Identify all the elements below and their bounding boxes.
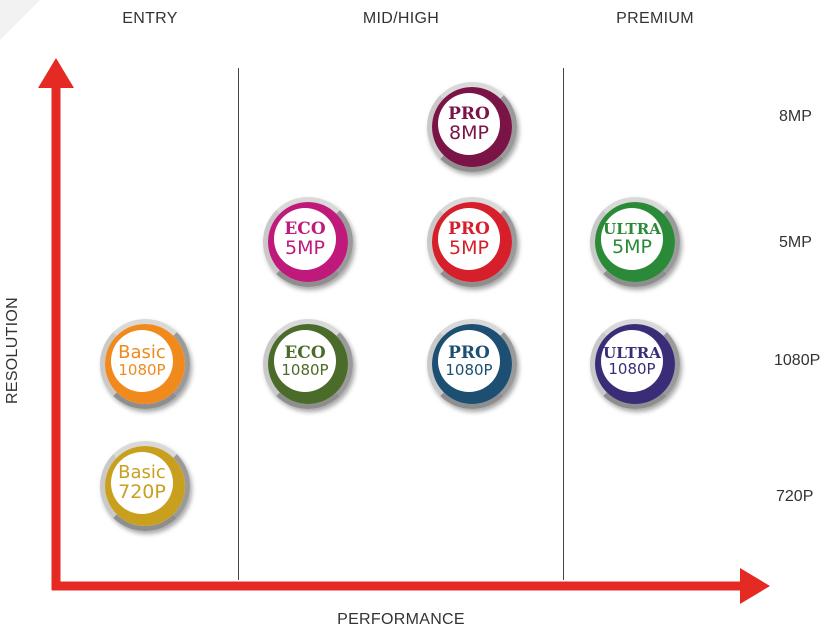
badge-basic-720p-line2: 720P (118, 481, 166, 503)
badge-pro-1080p-line1: PRO (448, 342, 490, 363)
row-label-720p: 720P (776, 488, 814, 505)
badge-ultra-5mp: ULTRA 5MP (590, 197, 680, 287)
badge-ultra-5mp-line2: 5MP (612, 235, 652, 258)
x-axis-arrowhead (740, 568, 770, 604)
column-header-entry: ENTRY (122, 10, 178, 27)
row-label-8mp: 8MP (779, 108, 812, 125)
column-header-mid-high: MID/HIGH (362, 10, 440, 27)
badge-pro-8mp-line2: 8MP (449, 121, 489, 144)
y-axis-arrowhead (38, 58, 74, 88)
badge-eco-5mp-line2: 5MP (285, 236, 325, 259)
badge-eco-5mp: ECO 5MP (263, 197, 353, 287)
row-label-5mp: 5MP (779, 234, 812, 251)
badge-ultra-1080p-line1: ULTRA (603, 343, 661, 362)
badge-pro-8mp: PRO 8MP (427, 82, 517, 172)
badge-eco-1080p-line1: ECO (284, 342, 326, 363)
badge-pro-8mp-line1: PRO (448, 103, 490, 124)
badge-pro-5mp-line2: 5MP (449, 236, 489, 259)
y-axis-label: RESOLUTION (4, 296, 21, 404)
column-header-premium: PREMIUM (616, 10, 694, 27)
badge-pro-1080p-line2: 1080P (445, 360, 493, 379)
badge-pro-5mp: PRO 5MP (427, 197, 517, 287)
badge-eco-1080p-line2: 1080P (281, 360, 329, 379)
badge-ultra-1080p-line2: 1080P (608, 359, 656, 378)
badge-eco-1080p: ECO 1080P (263, 319, 353, 409)
badge-pro-5mp-line1: PRO (448, 218, 490, 239)
corner-decoration (0, 0, 40, 40)
badge-eco-5mp-line1: ECO (284, 218, 326, 239)
badge-basic-1080p: Basic 1080P (100, 319, 190, 409)
badge-basic-720p: Basic 720P (100, 441, 190, 531)
badge-basic-1080p-line2: 1080P (118, 361, 166, 379)
column-divider-1 (238, 68, 239, 580)
row-label-1080p: 1080P (774, 352, 821, 369)
badge-ultra-5mp-line1: ULTRA (603, 219, 661, 238)
badge-ultra-1080p: ULTRA 1080P (590, 319, 680, 409)
badge-basic-1080p-line1: Basic (118, 342, 166, 363)
badge-pro-1080p: PRO 1080P (427, 319, 517, 409)
column-divider-2 (563, 68, 564, 580)
x-axis-label: PERFORMANCE (337, 611, 465, 628)
badge-basic-720p-line1: Basic (118, 462, 166, 483)
